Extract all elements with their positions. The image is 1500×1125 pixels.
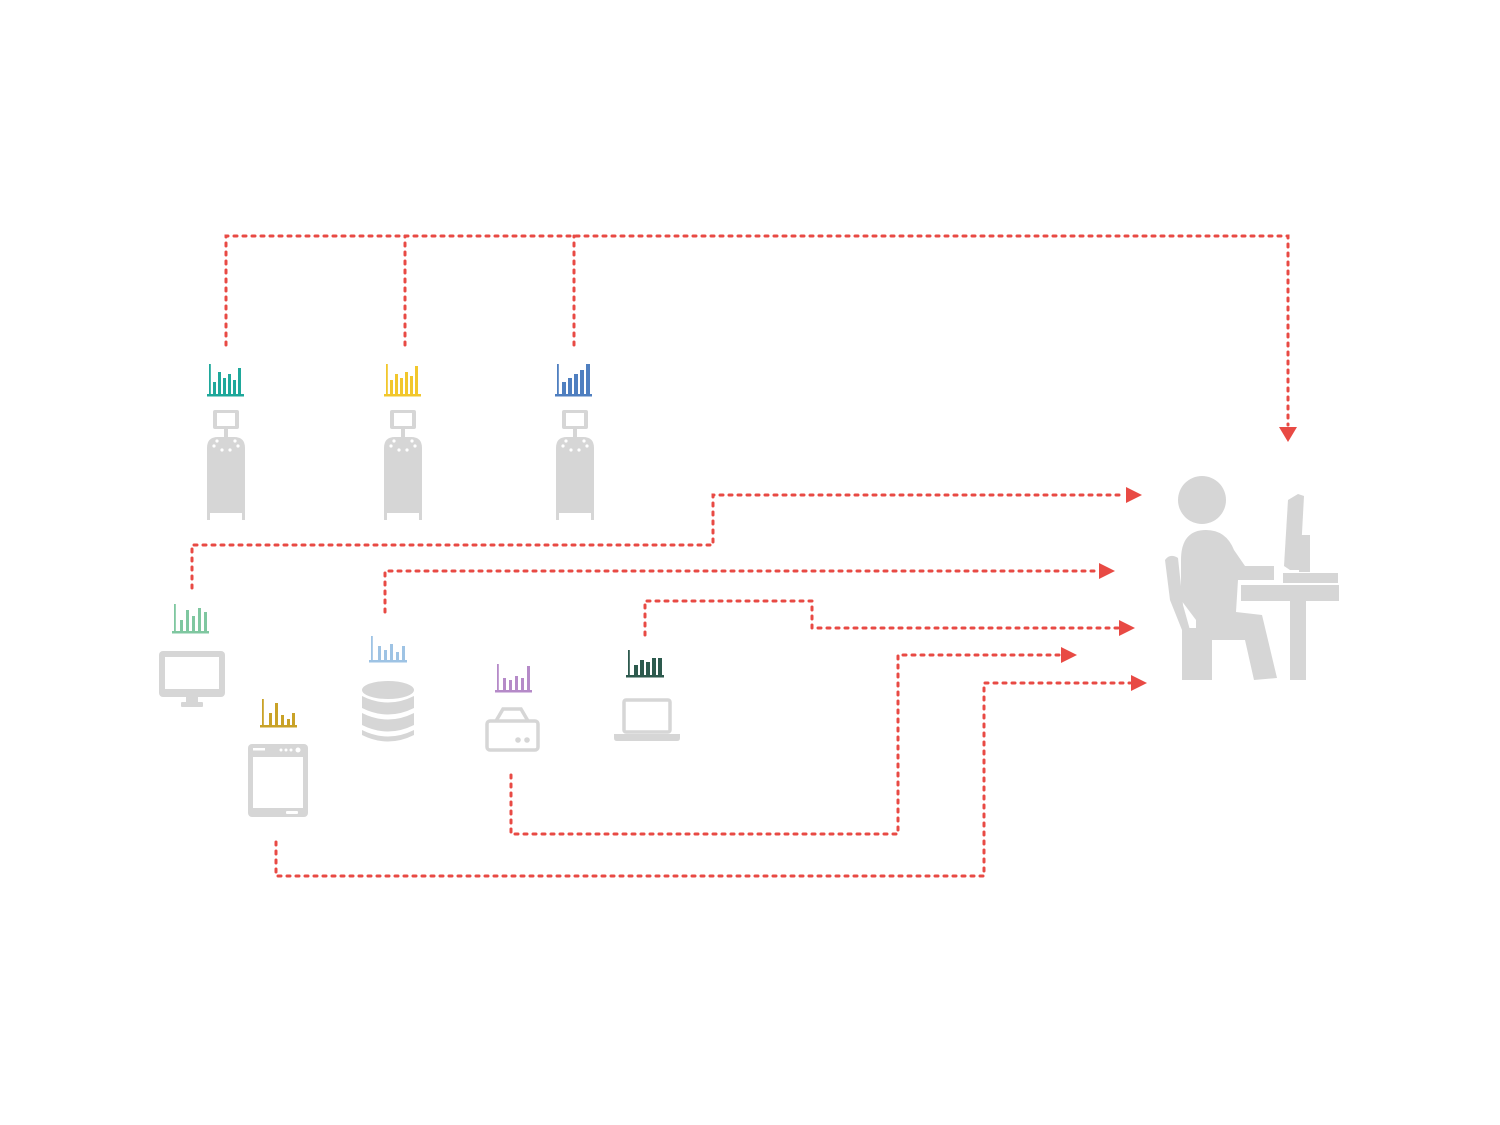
database-icon: [362, 681, 414, 742]
arrow-head-icon: [1279, 427, 1297, 442]
flow-paths: [190, 234, 1297, 878]
flow-appliance: [274, 681, 1132, 878]
flow-laptop: [643, 599, 1120, 637]
arrow-head-icon: [1126, 487, 1142, 503]
hard-drive-icon: [485, 707, 540, 752]
arrow-head-icon: [1099, 563, 1115, 579]
bar-chart-icon: [172, 604, 209, 634]
bar-chart-icon: [626, 650, 664, 678]
bar-chart-icon: [495, 664, 532, 693]
flow-desktop: [190, 493, 1127, 590]
lab-instrument-icon: [207, 410, 245, 520]
bar-chart-icon: [384, 364, 421, 397]
flow-drive: [509, 653, 1062, 836]
bar-chart-icon: [207, 364, 244, 397]
lab-instrument-icon: [384, 410, 422, 520]
bar-chart-icon: [555, 364, 592, 397]
bar-chart-icon: [369, 636, 407, 663]
bar-chart-icon: [260, 699, 297, 728]
laptop-icon: [614, 698, 680, 741]
lab-instrument-icon: [556, 410, 594, 520]
arrow-head-icon: [1119, 620, 1135, 636]
appliance-icon: [248, 744, 308, 817]
monitor-icon: [159, 651, 225, 707]
arrow-head-icon: [1131, 675, 1147, 691]
flow-database: [383, 569, 1100, 614]
chart-icons: [172, 364, 664, 728]
arrow-head-icon: [1061, 647, 1077, 663]
person-at-computer-icon: [1165, 476, 1339, 680]
flow-instrument-1: [224, 234, 1290, 427]
